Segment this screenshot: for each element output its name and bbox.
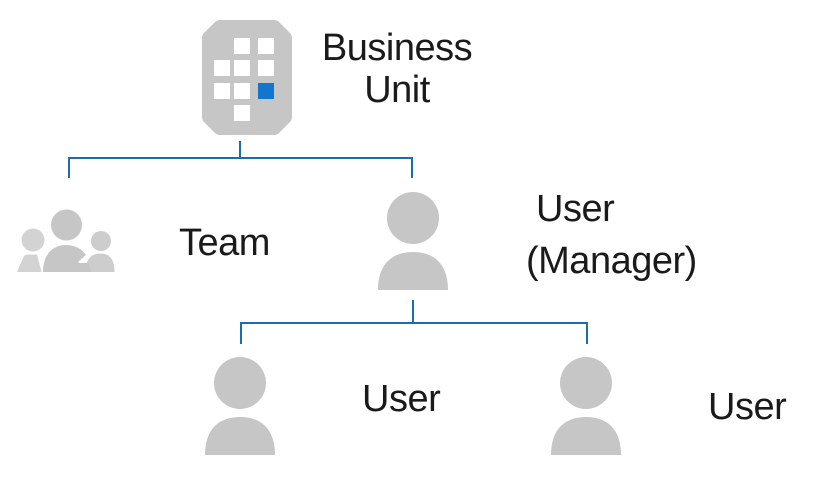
connector-mgr-drop-left bbox=[240, 322, 242, 344]
accent-square bbox=[258, 83, 274, 99]
connector-mgr-stem bbox=[412, 300, 414, 323]
manager-label-line1: User bbox=[536, 188, 615, 230]
user-icon bbox=[551, 357, 621, 455]
user-icon bbox=[205, 357, 275, 455]
connector-mgr-hbar bbox=[240, 322, 588, 324]
connector-bu-drop-right bbox=[411, 157, 413, 178]
connector-bu-stem bbox=[239, 141, 241, 158]
connector-mgr-drop-right bbox=[586, 322, 588, 344]
connector-bu-hbar bbox=[68, 157, 413, 159]
business-unit-label: Business Unit bbox=[321, 27, 473, 111]
manager-label-line2: (Manager) bbox=[526, 240, 697, 282]
user-right-label: User bbox=[708, 386, 787, 428]
team-label: Team bbox=[179, 222, 270, 264]
user-icon bbox=[378, 192, 448, 290]
team-icon bbox=[17, 209, 115, 272]
building-icon bbox=[202, 20, 292, 135]
user-left-label: User bbox=[362, 378, 441, 420]
connector-bu-drop-left bbox=[68, 157, 70, 178]
